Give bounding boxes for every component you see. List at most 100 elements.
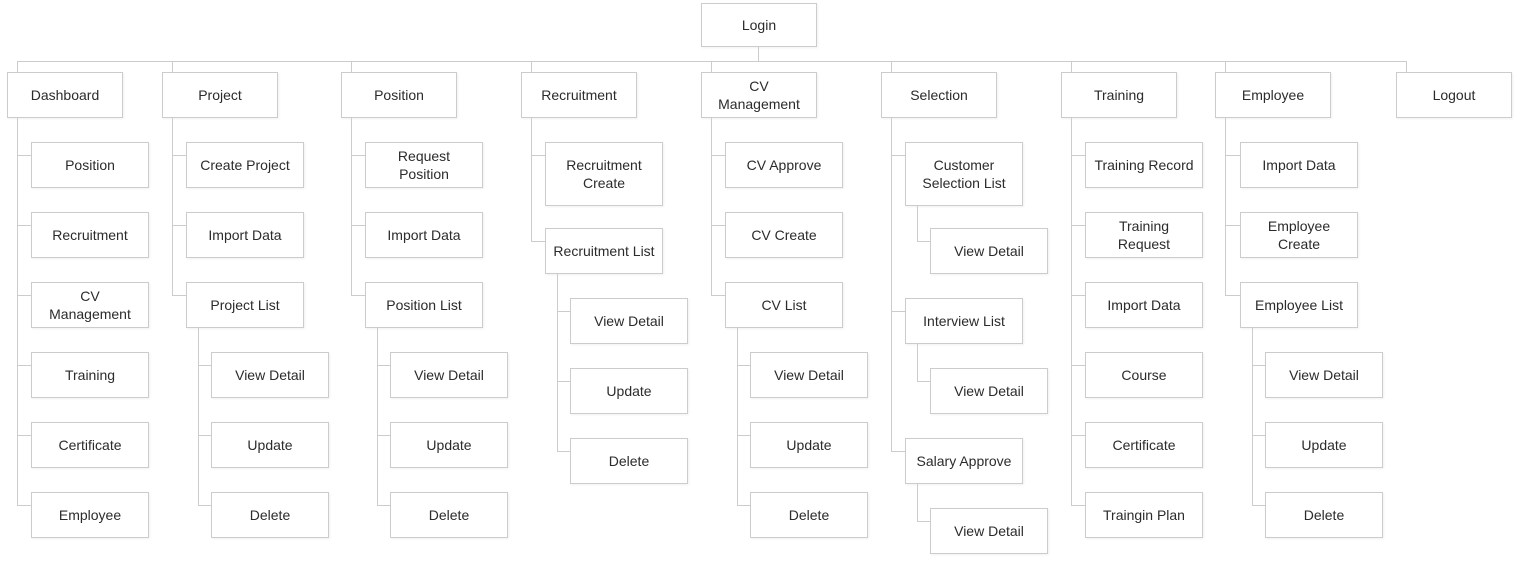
connector bbox=[711, 225, 725, 226]
connector bbox=[351, 118, 352, 295]
node-recruitment[interactable]: Recruitment bbox=[521, 72, 637, 118]
node-training[interactable]: Training bbox=[1061, 72, 1177, 118]
connector bbox=[917, 344, 918, 381]
node-dashboard-cv-management[interactable]: CV Management bbox=[31, 282, 149, 328]
connector bbox=[1225, 295, 1240, 296]
connector bbox=[17, 61, 1407, 62]
node-selection[interactable]: Selection bbox=[881, 72, 997, 118]
node-employee-list-update[interactable]: Update bbox=[1265, 422, 1383, 468]
connector bbox=[737, 435, 750, 436]
node-recruitment-list-view-detail[interactable]: View Detail bbox=[570, 298, 688, 344]
node-employee-list[interactable]: Employee List bbox=[1240, 282, 1358, 328]
node-position-list-delete[interactable]: Delete bbox=[390, 492, 508, 538]
node-recruitment-list[interactable]: Recruitment List bbox=[545, 228, 663, 274]
connector bbox=[557, 311, 570, 312]
connector bbox=[1071, 225, 1085, 226]
connector bbox=[1071, 365, 1085, 366]
node-training-import-data[interactable]: Import Data bbox=[1085, 282, 1203, 328]
node-employee-import-data[interactable]: Import Data bbox=[1240, 142, 1358, 188]
node-dashboard-recruitment[interactable]: Recruitment bbox=[31, 212, 149, 258]
node-cv-management[interactable]: CV Management bbox=[701, 72, 817, 118]
node-recruitment-list-update[interactable]: Update bbox=[570, 368, 688, 414]
node-dashboard-position[interactable]: Position bbox=[31, 142, 149, 188]
node-position-list[interactable]: Position List bbox=[365, 282, 483, 328]
connector bbox=[377, 365, 390, 366]
connector bbox=[1225, 61, 1226, 72]
node-project[interactable]: Project bbox=[162, 72, 278, 118]
connector bbox=[1252, 365, 1265, 366]
node-project-list-update[interactable]: Update bbox=[211, 422, 329, 468]
node-logout[interactable]: Logout bbox=[1396, 72, 1512, 118]
node-interview-list-view-detail[interactable]: View Detail bbox=[930, 368, 1048, 414]
connector bbox=[917, 484, 918, 521]
connector bbox=[17, 118, 18, 505]
node-training-certificate[interactable]: Certificate bbox=[1085, 422, 1203, 468]
node-training-request[interactable]: Training Request bbox=[1085, 212, 1203, 258]
node-employee-list-view-detail[interactable]: View Detail bbox=[1265, 352, 1383, 398]
connector bbox=[891, 61, 892, 72]
connector bbox=[1225, 155, 1240, 156]
node-dashboard-training[interactable]: Training bbox=[31, 352, 149, 398]
node-login[interactable]: Login bbox=[701, 3, 817, 47]
node-position[interactable]: Position bbox=[341, 72, 457, 118]
node-traingin-plan[interactable]: Traingin Plan bbox=[1085, 492, 1203, 538]
connector bbox=[891, 118, 892, 451]
connector bbox=[1406, 61, 1407, 72]
node-interview-list[interactable]: Interview List bbox=[905, 298, 1023, 344]
node-dashboard-employee[interactable]: Employee bbox=[31, 492, 149, 538]
node-cv-create[interactable]: CV Create bbox=[725, 212, 843, 258]
node-project-list-view-detail[interactable]: View Detail bbox=[211, 352, 329, 398]
node-project-list[interactable]: Project List bbox=[186, 282, 304, 328]
node-create-project[interactable]: Create Project bbox=[186, 142, 304, 188]
connector bbox=[17, 61, 18, 72]
connector bbox=[198, 435, 211, 436]
node-position-list-update[interactable]: Update bbox=[390, 422, 508, 468]
node-dashboard-certificate[interactable]: Certificate bbox=[31, 422, 149, 468]
connector bbox=[172, 225, 186, 226]
node-salary-approve-view-detail[interactable]: View Detail bbox=[930, 508, 1048, 554]
node-position-import-data[interactable]: Import Data bbox=[365, 212, 483, 258]
node-cv-list-update[interactable]: Update bbox=[750, 422, 868, 468]
node-dashboard[interactable]: Dashboard bbox=[7, 72, 123, 118]
connector bbox=[1071, 435, 1085, 436]
node-cv-list-delete[interactable]: Delete bbox=[750, 492, 868, 538]
connector bbox=[17, 435, 31, 436]
node-request-position[interactable]: Request Position bbox=[365, 142, 483, 188]
node-position-list-view-detail[interactable]: View Detail bbox=[390, 352, 508, 398]
connector bbox=[531, 241, 545, 242]
connector bbox=[711, 61, 712, 72]
node-customer-selection-list[interactable]: Customer Selection List bbox=[905, 142, 1023, 206]
connector bbox=[1071, 295, 1085, 296]
node-employee-list-delete[interactable]: Delete bbox=[1265, 492, 1383, 538]
node-employee[interactable]: Employee bbox=[1215, 72, 1331, 118]
node-recruitment-list-delete[interactable]: Delete bbox=[570, 438, 688, 484]
connector bbox=[917, 206, 918, 241]
connector bbox=[198, 365, 211, 366]
connector bbox=[531, 155, 545, 156]
connector bbox=[172, 295, 186, 296]
connector bbox=[198, 328, 199, 505]
connector bbox=[737, 328, 738, 505]
node-customer-selection-view-detail[interactable]: View Detail bbox=[930, 228, 1048, 274]
connector bbox=[377, 505, 390, 506]
node-recruitment-create[interactable]: Recruitment Create bbox=[545, 142, 663, 206]
connector bbox=[198, 505, 211, 506]
connector bbox=[557, 381, 570, 382]
connector bbox=[172, 155, 186, 156]
node-cv-list[interactable]: CV List bbox=[725, 282, 843, 328]
node-training-record[interactable]: Training Record bbox=[1085, 142, 1203, 188]
connector bbox=[891, 451, 905, 452]
node-employee-create[interactable]: Employee Create bbox=[1240, 212, 1358, 258]
node-cv-approve[interactable]: CV Approve bbox=[725, 142, 843, 188]
node-course[interactable]: Course bbox=[1085, 352, 1203, 398]
node-salary-approve[interactable]: Salary Approve bbox=[905, 438, 1023, 484]
connector bbox=[758, 47, 759, 61]
node-cv-list-view-detail[interactable]: View Detail bbox=[750, 352, 868, 398]
connector bbox=[891, 155, 905, 156]
node-project-import-data[interactable]: Import Data bbox=[186, 212, 304, 258]
connector bbox=[917, 381, 930, 382]
connector bbox=[17, 225, 31, 226]
connector bbox=[531, 118, 532, 241]
node-project-list-delete[interactable]: Delete bbox=[211, 492, 329, 538]
